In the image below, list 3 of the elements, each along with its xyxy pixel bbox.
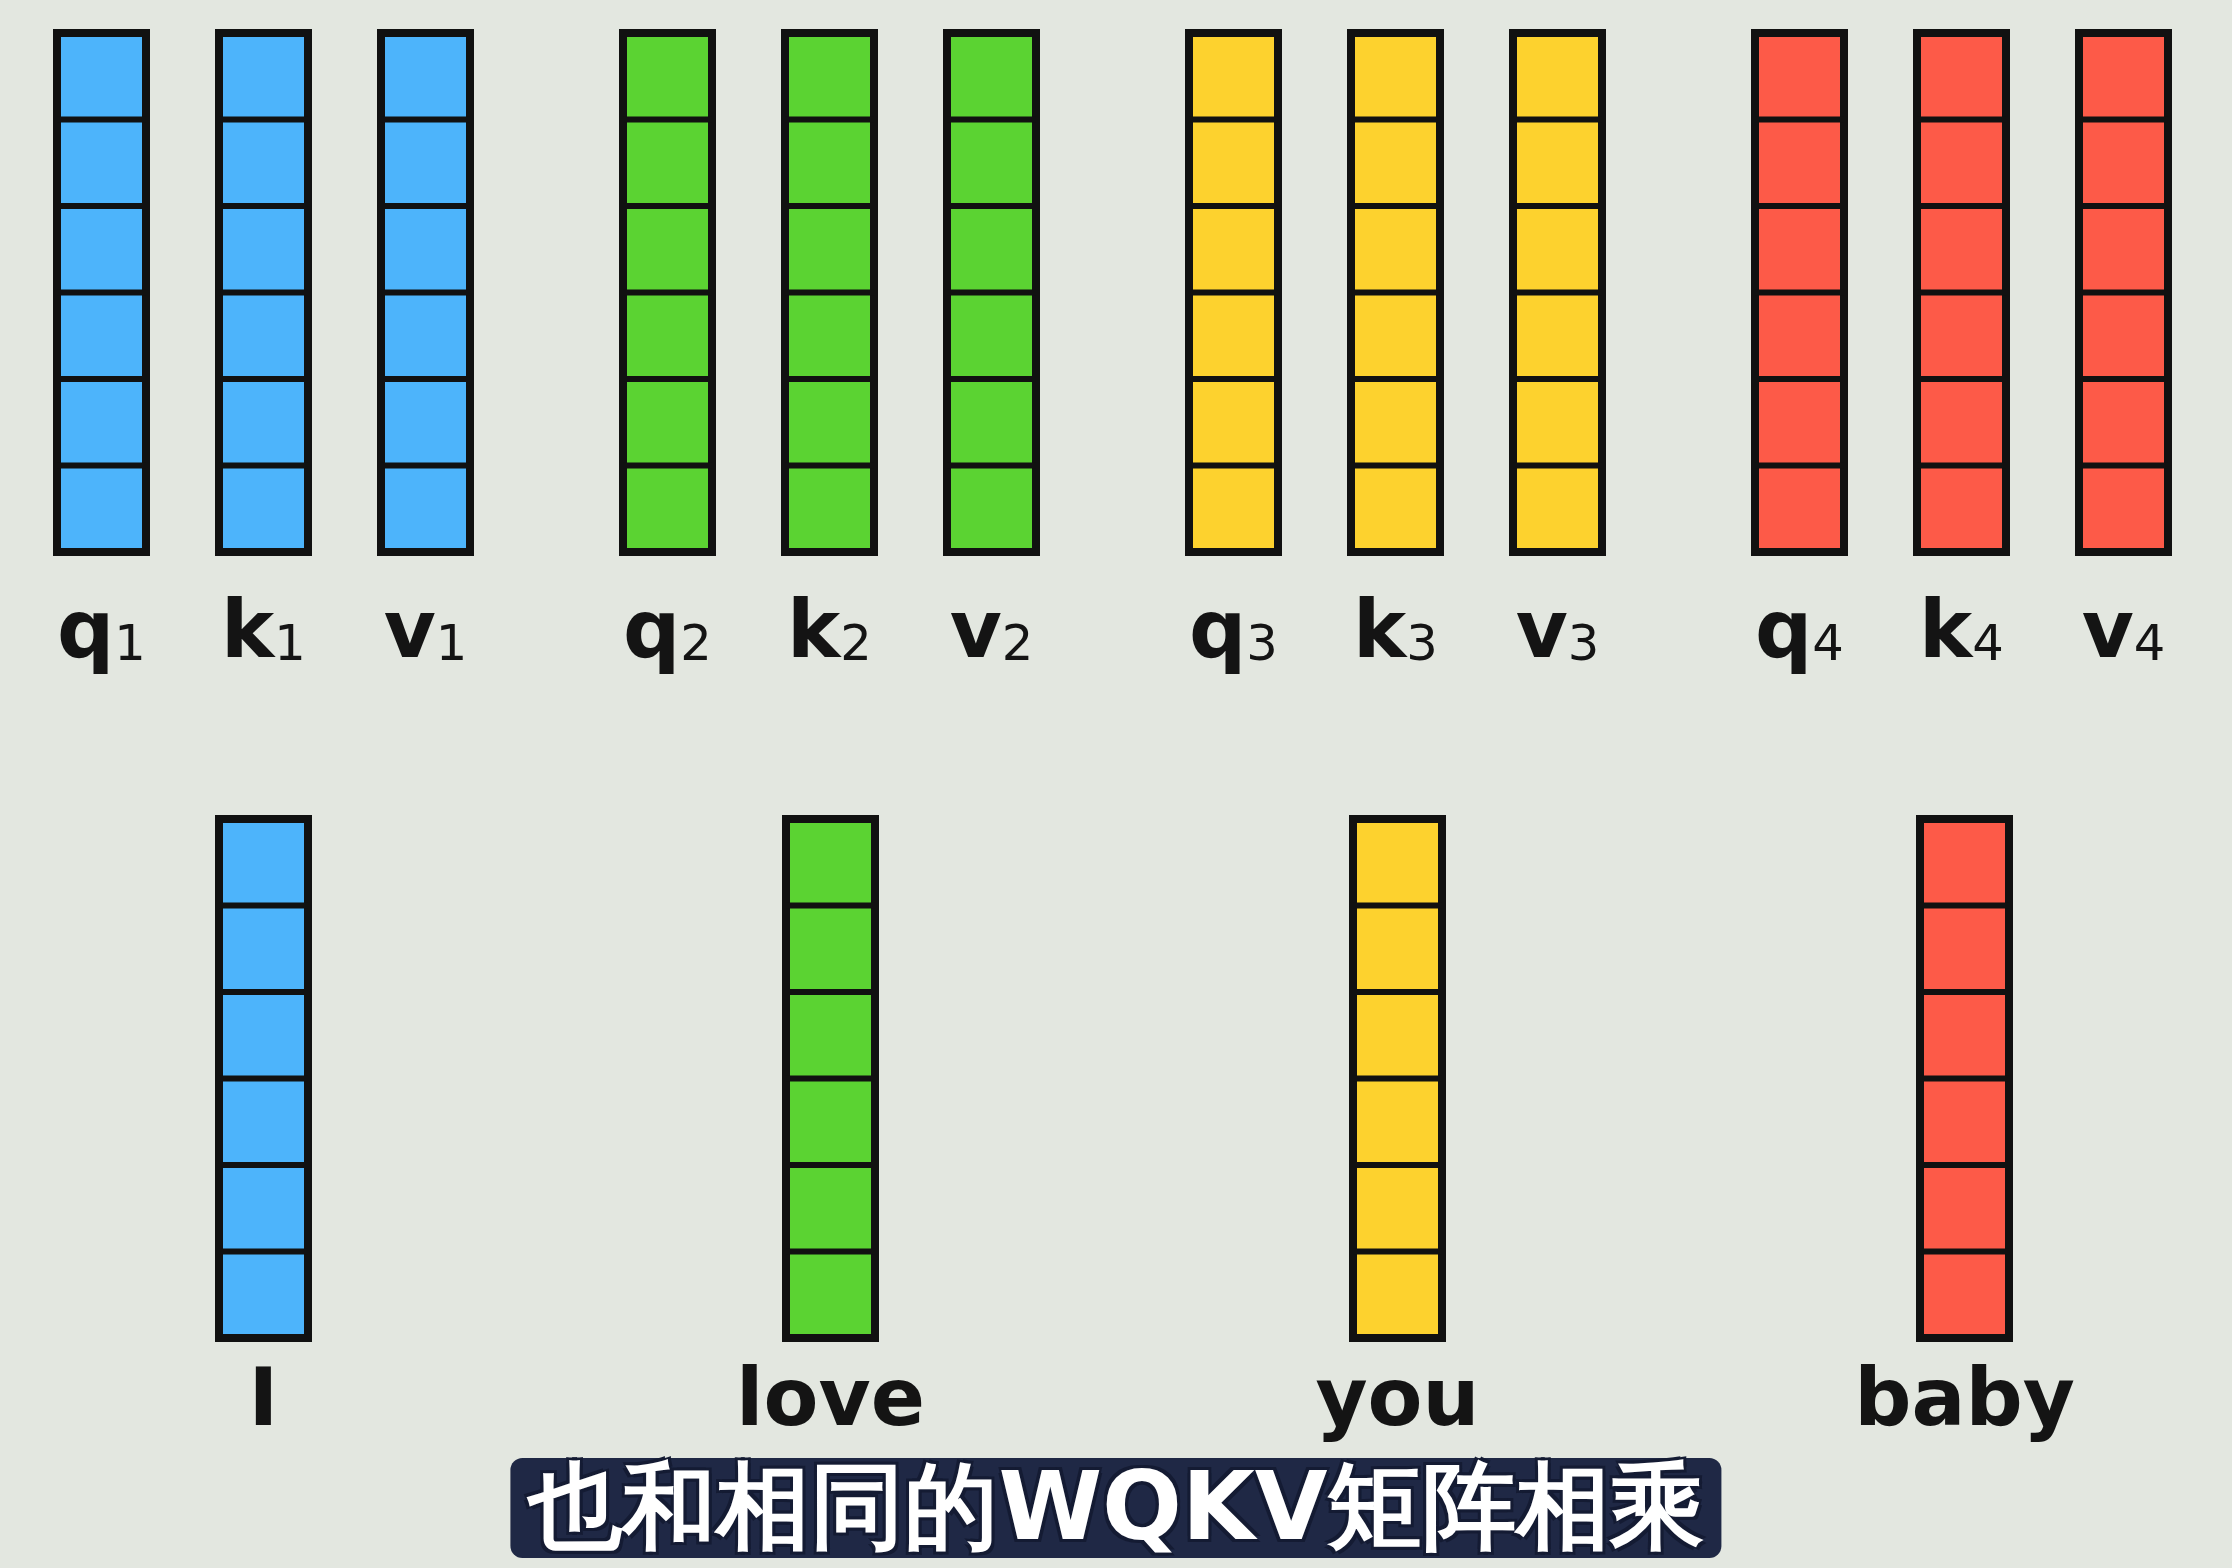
word-label: love [736, 1358, 925, 1438]
word-label: I [248, 1358, 279, 1438]
subtitle: 也和相同的WQKV矩阵相乘 [510, 1458, 1722, 1558]
